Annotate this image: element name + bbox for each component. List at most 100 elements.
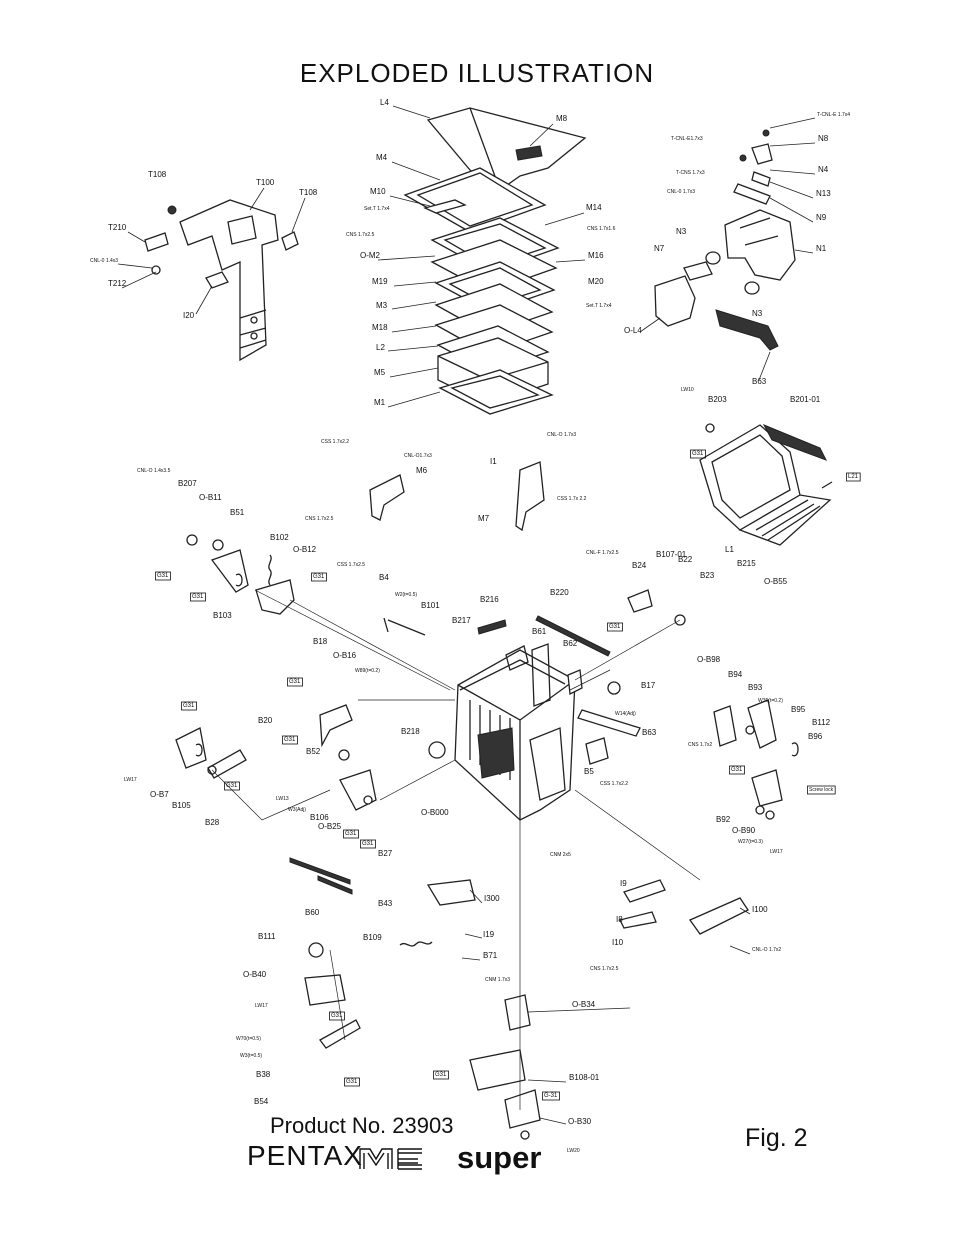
part-label: O-L4 [624, 326, 642, 335]
part-label: N7 [654, 244, 665, 253]
part-label: N3 [752, 309, 763, 318]
part-label: B109 [363, 933, 382, 942]
part-label: N8 [818, 134, 829, 143]
part-label: B215 [737, 559, 756, 568]
part-label: G31 [692, 451, 704, 457]
part-label: O-B16 [333, 651, 357, 660]
part-label: B22 [678, 555, 693, 564]
part-label: W3(t=0.5) [240, 1053, 262, 1059]
part-label: W27(t=0.3) [738, 839, 763, 845]
part-label: I300 [484, 894, 500, 903]
part-label: G-31 [544, 1093, 558, 1099]
part-label: M10 [370, 187, 386, 196]
part-label: O-B30 [568, 1117, 592, 1126]
part-label: W70(t=0.5) [236, 1036, 261, 1042]
part-label: CNS 1.7x1.6 [587, 226, 616, 232]
part-label: B108-01 [569, 1073, 600, 1082]
assembly-guide-lines [211, 589, 701, 1110]
part-label: T212 [108, 279, 127, 288]
part-label: LW17 [770, 849, 783, 855]
part-label: B207 [178, 479, 197, 488]
part-label: G31 [435, 1072, 447, 1078]
part-label: CSS 1.7x2.5 [337, 562, 365, 568]
part-label-box [343, 829, 359, 839]
part-label: LW13 [276, 796, 289, 802]
part-label: CNL-F 1.7x2.5 [586, 550, 619, 556]
part-label: G31 [331, 1013, 343, 1019]
part-label: O-B000 [421, 808, 449, 817]
part-label: G31 [289, 679, 301, 685]
part-label: B18 [313, 637, 328, 646]
part-label-box [607, 622, 623, 632]
brand-name: PENTAX [247, 1140, 363, 1171]
part-label: B51 [230, 508, 245, 517]
part-label: M4 [376, 153, 388, 162]
part-label: B217 [452, 616, 471, 625]
part-label: M7 [478, 514, 490, 523]
label-leaders [117, 105, 816, 1125]
part-label: T-CNL-E1.7x3 [671, 136, 703, 142]
part-label: B17 [641, 681, 656, 690]
part-label: B218 [401, 727, 420, 736]
part-label: W2(t=0.5) [395, 592, 417, 598]
part-label: G31 [226, 783, 238, 789]
part-label: G31 [731, 767, 743, 773]
part-label: B101 [421, 601, 440, 610]
part-label-box [690, 449, 706, 459]
part-label: G31 [362, 841, 374, 847]
part-label: B95 [791, 705, 806, 714]
part-label: B24 [632, 561, 647, 570]
part-label: B112 [812, 718, 831, 727]
part-label: L2 [376, 343, 385, 352]
part-label: Set.T 1.7x4 [364, 206, 390, 212]
part-label: G31 [346, 1079, 358, 1085]
part-label: Screw lock [809, 787, 834, 793]
part-label: B105 [172, 801, 191, 810]
part-label: O-B55 [764, 577, 788, 586]
n1-assembly [654, 129, 796, 351]
part-label: L21 [848, 474, 859, 480]
part-label: CNM 1.7x3 [485, 977, 510, 983]
part-label: B23 [700, 571, 715, 580]
part-label: O-B11 [199, 493, 222, 502]
linkage-parts [175, 461, 799, 1140]
part-label: CNL-O 1.7x2 [752, 947, 781, 953]
part-label-box [224, 781, 240, 791]
t100-bracket [144, 199, 299, 362]
part-label: B106 [310, 813, 329, 822]
part-label: CNS 1.7x2.5 [305, 516, 334, 522]
me-logo: ME [359, 1148, 422, 1170]
part-label: LW17 [255, 1003, 268, 1009]
part-label: I19 [483, 930, 495, 939]
part-label: M20 [588, 277, 604, 286]
part-label-box [807, 785, 836, 795]
part-label: O-M2 [360, 251, 381, 260]
part-label: O-B98 [697, 655, 721, 664]
finder-assembly [403, 107, 587, 415]
part-label: O-B12 [293, 545, 317, 554]
part-label: CNS 1.7x2 [688, 742, 712, 748]
part-label: T-CNL-E 1.7x4 [817, 112, 850, 118]
part-label: W89(t=0.2) [355, 668, 380, 674]
part-label: B93 [748, 683, 763, 692]
part-label: M1 [374, 398, 386, 407]
part-label: B61 [532, 627, 547, 636]
part-label-box [282, 735, 298, 745]
part-label: CSS 1.7x2.2 [600, 781, 628, 787]
part-label-box [155, 571, 171, 581]
part-label: M3 [376, 301, 388, 310]
part-label: N4 [818, 165, 829, 174]
part-label: W3(Adj) [288, 807, 306, 813]
part-label: G31 [183, 703, 195, 709]
part-label: CSS 1.7x2.2 [321, 439, 349, 445]
part-label: O-B25 [318, 822, 342, 831]
part-label-box [846, 472, 861, 482]
part-label: N13 [816, 189, 831, 198]
part-label: LW17 [124, 777, 137, 783]
part-label: B103 [213, 611, 232, 620]
part-label-box [729, 765, 745, 775]
part-label: I100 [752, 905, 768, 914]
part-label: B52 [306, 747, 321, 756]
